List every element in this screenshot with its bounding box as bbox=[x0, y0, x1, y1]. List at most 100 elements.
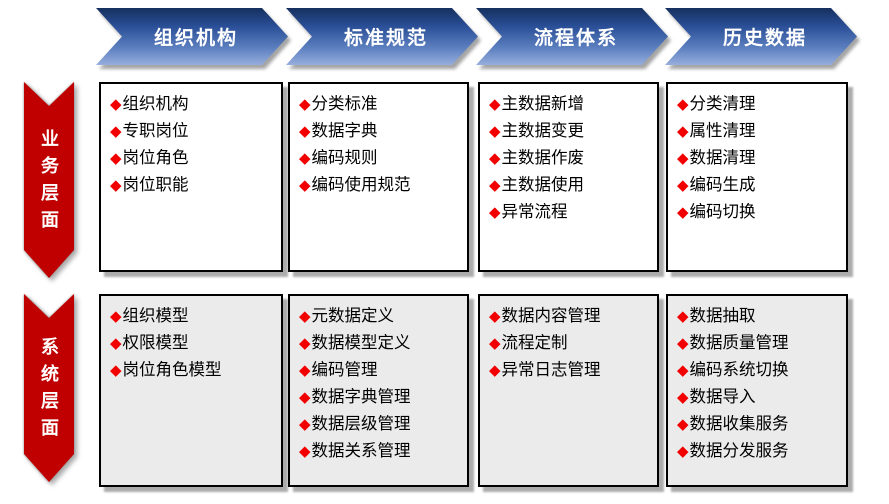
diamond-bullet-icon: ◆ bbox=[677, 362, 689, 379]
list-item: ◆数据收集服务 bbox=[677, 411, 840, 438]
list-item: ◆组织机构 bbox=[110, 91, 275, 118]
list-item-label: 数据层级管理 bbox=[311, 415, 411, 433]
list-item-label: 数据关系管理 bbox=[311, 442, 411, 460]
list-item: ◆元数据定义 bbox=[299, 303, 461, 330]
list-item-label: 分类标准 bbox=[311, 95, 378, 113]
list-item: ◆数据字典 bbox=[299, 118, 461, 145]
list-item: ◆编码管理 bbox=[299, 357, 461, 384]
diamond-bullet-icon: ◆ bbox=[677, 177, 689, 194]
list-item: ◆主数据使用 bbox=[489, 172, 651, 199]
diamond-bullet-icon: ◆ bbox=[489, 177, 501, 194]
diamond-bullet-icon: ◆ bbox=[110, 123, 122, 140]
diamond-bullet-icon: ◆ bbox=[489, 150, 501, 167]
list-item-label: 数据字典 bbox=[311, 122, 378, 140]
diamond-bullet-icon: ◆ bbox=[677, 335, 689, 352]
list-item-label: 编码管理 bbox=[311, 361, 378, 379]
list-item-label: 组织机构 bbox=[122, 95, 189, 113]
list-item-label: 数据清理 bbox=[689, 149, 756, 167]
list-item-label: 属性清理 bbox=[689, 122, 756, 140]
list-item-label: 岗位角色 bbox=[122, 149, 189, 167]
list-item-label: 岗位角色模型 bbox=[122, 361, 222, 379]
box-business-history: ◆分类清理◆属性清理◆数据清理◆编码生成◆编码切换 bbox=[666, 82, 848, 272]
list-item: ◆分类标准 bbox=[299, 91, 461, 118]
list-item: ◆数据抽取 bbox=[677, 303, 840, 330]
list-item-label: 专职岗位 bbox=[122, 122, 189, 140]
list-item-label: 编码生成 bbox=[689, 176, 756, 194]
list-item: ◆属性清理 bbox=[677, 118, 840, 145]
list-item-label: 主数据变更 bbox=[501, 122, 585, 140]
diamond-bullet-icon: ◆ bbox=[299, 150, 311, 167]
diamond-bullet-icon: ◆ bbox=[110, 335, 122, 352]
diamond-bullet-icon: ◆ bbox=[677, 123, 689, 140]
list-item-label: 岗位职能 bbox=[122, 176, 189, 194]
box-system-process: ◆数据内容管理◆流程定制◆异常日志管理 bbox=[478, 294, 659, 487]
list-item: ◆专职岗位 bbox=[110, 118, 275, 145]
diamond-bullet-icon: ◆ bbox=[110, 362, 122, 379]
diamond-bullet-icon: ◆ bbox=[299, 123, 311, 140]
ribbon-banner-shape: 业务层面 bbox=[24, 82, 74, 278]
diamond-bullet-icon: ◆ bbox=[489, 335, 501, 352]
list-item: ◆组织模型 bbox=[110, 303, 275, 330]
list-item: ◆岗位角色模型 bbox=[110, 357, 275, 384]
list-item-label: 编码规则 bbox=[311, 149, 378, 167]
diamond-bullet-icon: ◆ bbox=[299, 443, 311, 460]
list-item-label: 元数据定义 bbox=[311, 307, 395, 325]
list-item-label: 数据质量管理 bbox=[689, 334, 789, 352]
chevron-arrow-shape: 标准规范 bbox=[286, 8, 478, 65]
phase-label: 标准规范 bbox=[343, 28, 428, 49]
chevron-arrow-shape: 流程体系 bbox=[476, 8, 668, 65]
diamond-bullet-icon: ◆ bbox=[677, 389, 689, 406]
box-system-history: ◆数据抽取◆数据质量管理◆编码系统切换◆数据导入◆数据收集服务◆数据分发服务 bbox=[666, 294, 848, 487]
phase-chevron-process: 流程体系 bbox=[476, 8, 668, 65]
list-item: ◆权限模型 bbox=[110, 330, 275, 357]
list-item-label: 流程定制 bbox=[501, 334, 568, 352]
box-business-standards: ◆分类标准◆数据字典◆编码规则◆编码使用规范 bbox=[288, 82, 469, 272]
diamond-bullet-icon: ◆ bbox=[299, 335, 311, 352]
list-item: ◆异常流程 bbox=[489, 199, 651, 226]
diamond-bullet-icon: ◆ bbox=[489, 96, 501, 113]
list-item: ◆数据字典管理 bbox=[299, 384, 461, 411]
diamond-bullet-icon: ◆ bbox=[110, 177, 122, 194]
list-item: ◆编码系统切换 bbox=[677, 357, 840, 384]
list-item: ◆流程定制 bbox=[489, 330, 651, 357]
list-item-label: 编码切换 bbox=[689, 203, 756, 221]
diamond-bullet-icon: ◆ bbox=[677, 416, 689, 433]
list-item-label: 数据抽取 bbox=[689, 307, 756, 325]
box-business-organization: ◆组织机构◆专职岗位◆岗位角色◆岗位职能 bbox=[99, 82, 283, 272]
list-item: ◆数据层级管理 bbox=[299, 411, 461, 438]
phase-chevron-standards: 标准规范 bbox=[286, 8, 478, 65]
layer-label: 业务层面 bbox=[39, 129, 59, 237]
list-item-label: 权限模型 bbox=[122, 334, 189, 352]
phase-chevron-organization: 组织机构 bbox=[96, 8, 288, 65]
phase-label: 流程体系 bbox=[533, 28, 618, 49]
list-item-label: 数据内容管理 bbox=[501, 307, 601, 325]
box-business-process: ◆主数据新增◆主数据变更◆主数据作废◆主数据使用◆异常流程 bbox=[478, 82, 659, 272]
diamond-bullet-icon: ◆ bbox=[489, 362, 501, 379]
ribbon-banner-shape: 系统层面 bbox=[24, 294, 74, 482]
list-item: ◆分类清理 bbox=[677, 91, 840, 118]
phase-label: 历史数据 bbox=[722, 28, 807, 49]
list-item: ◆岗位角色 bbox=[110, 145, 275, 172]
list-item: ◆编码规则 bbox=[299, 145, 461, 172]
diamond-bullet-icon: ◆ bbox=[677, 204, 689, 221]
list-item-label: 主数据新增 bbox=[501, 95, 585, 113]
list-item: ◆数据导入 bbox=[677, 384, 840, 411]
list-item-label: 数据分发服务 bbox=[689, 442, 789, 460]
list-item: ◆数据内容管理 bbox=[489, 303, 651, 330]
diamond-bullet-icon: ◆ bbox=[299, 177, 311, 194]
diamond-bullet-icon: ◆ bbox=[110, 96, 122, 113]
layer-ribbon-system: 系统层面 bbox=[24, 294, 74, 482]
diamond-bullet-icon: ◆ bbox=[489, 123, 501, 140]
list-item: ◆异常日志管理 bbox=[489, 357, 651, 384]
list-item-label: 数据字典管理 bbox=[311, 388, 411, 406]
list-item-label: 组织模型 bbox=[122, 307, 189, 325]
phase-label: 组织机构 bbox=[153, 28, 238, 49]
list-item-label: 数据导入 bbox=[689, 388, 756, 406]
phase-chevron-history: 历史数据 bbox=[665, 8, 857, 65]
chevron-arrow-shape: 组织机构 bbox=[96, 8, 288, 65]
list-item: ◆数据分发服务 bbox=[677, 438, 840, 465]
list-item: ◆数据关系管理 bbox=[299, 438, 461, 465]
diamond-bullet-icon: ◆ bbox=[677, 308, 689, 325]
list-item-label: 编码使用规范 bbox=[311, 176, 411, 194]
